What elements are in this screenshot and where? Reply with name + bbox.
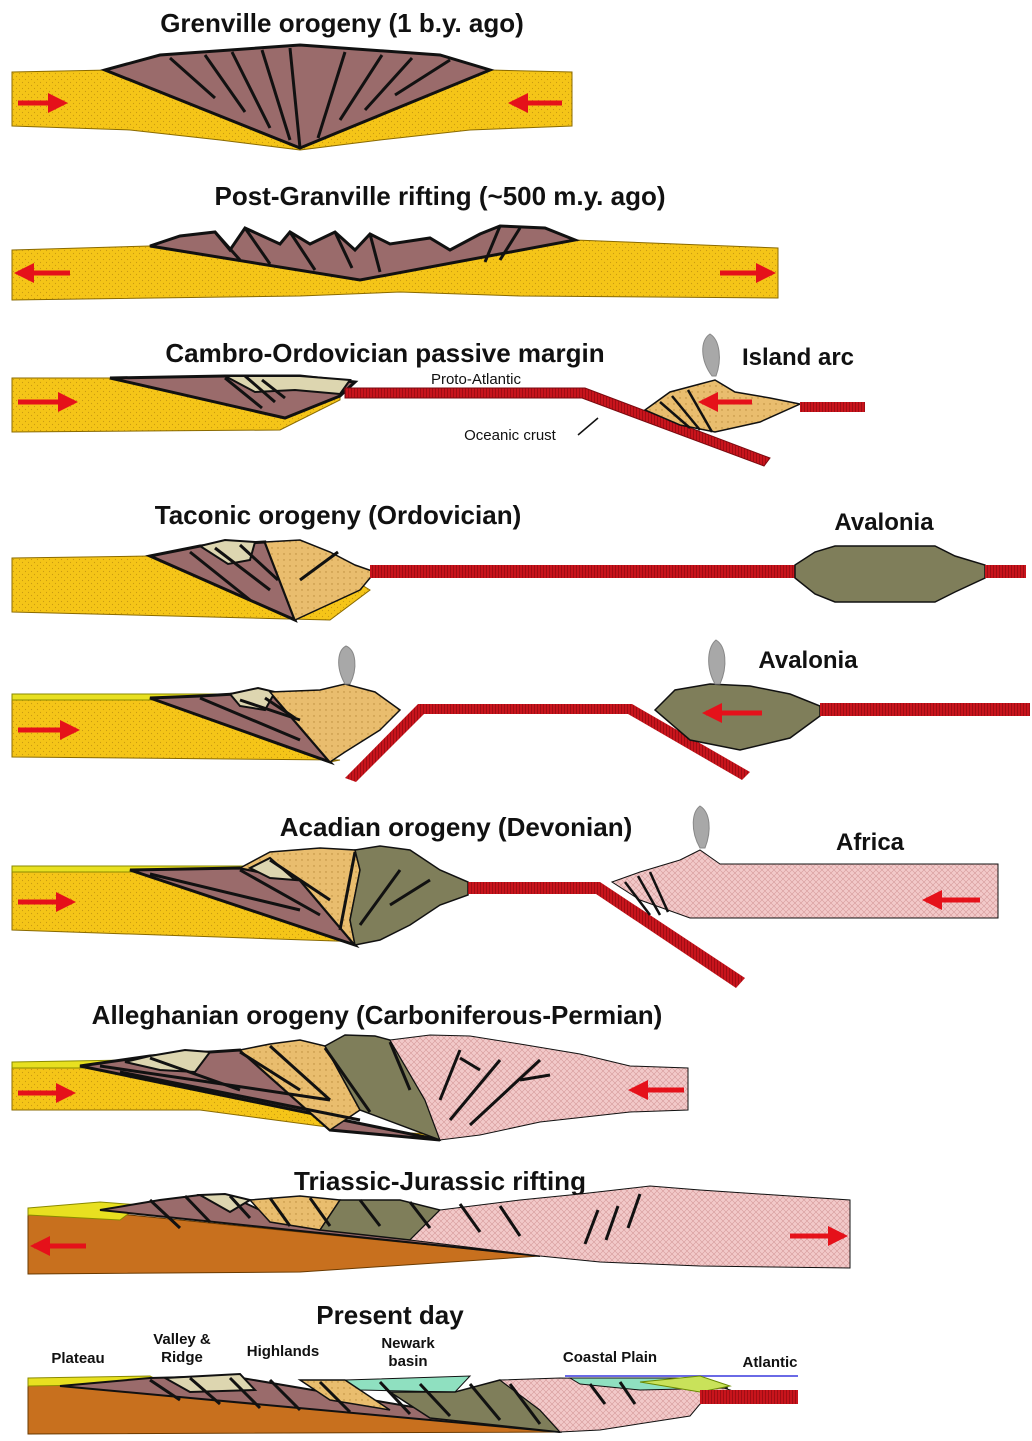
panel-title: Triassic-Jurassic rifting (294, 1166, 586, 1196)
oceanic-plate-right (985, 565, 1026, 578)
panel-title: Acadian orogeny (Devonian) (280, 812, 633, 842)
panel-present-day: Present day Plateau Valley & Ridge Highl… (28, 1300, 798, 1434)
panel-title: Cambro-Ordovician passive margin (165, 338, 604, 368)
avalonia-label: Avalonia (758, 647, 858, 674)
panel-title: Post-Granville rifting (~500 m.y. ago) (214, 181, 665, 211)
valley-ridge-label-2: Ridge (161, 1349, 203, 1366)
newark-label-1: Newark (381, 1335, 435, 1352)
oceanic-plate-right (800, 402, 865, 412)
volcano-plume (709, 640, 725, 684)
panel-title: Present day (316, 1300, 464, 1330)
oceanic-crust (700, 1390, 798, 1404)
panel-passive-margin: Cambro-Ordovician passive margin Island … (12, 334, 865, 466)
panel-title: Grenville orogeny (1 b.y. ago) (160, 8, 524, 38)
highlands-label: Highlands (247, 1343, 320, 1360)
proto-atlantic-label: Proto-Atlantic (431, 371, 522, 388)
volcano-plume (693, 806, 709, 848)
africa-plate (612, 850, 998, 918)
coastal-plain-label: Coastal Plain (563, 1349, 657, 1366)
newark-label-2: basin (388, 1353, 427, 1370)
atlantic-label: Atlantic (742, 1354, 797, 1371)
leader-line (578, 418, 598, 435)
panel-title: Taconic orogeny (Ordovician) (155, 500, 521, 530)
panel-acadian: Acadian orogeny (Devonian) Africa (12, 806, 998, 988)
panel-alleghanian: Alleghanian orogeny (Carboniferous-Permi… (12, 1000, 688, 1140)
volcano-plume (339, 646, 355, 684)
panel-title: Alleghanian orogeny (Carboniferous-Permi… (92, 1000, 663, 1030)
panel-grenville: Grenville orogeny (1 b.y. ago) (12, 8, 572, 150)
oceanic-plate-right (820, 703, 1030, 716)
avalonia-label: Avalonia (834, 509, 934, 536)
island-arc-label: Island arc (742, 344, 854, 371)
panel-taconic: Taconic orogeny (Ordovician) Avalonia (12, 500, 1026, 620)
newark-basin (345, 1376, 470, 1392)
panel-rifting: Post-Granville rifting (~500 m.y. ago) (12, 181, 778, 300)
africa-label: Africa (836, 829, 905, 856)
volcano-plume (703, 334, 720, 376)
plateau-label: Plateau (51, 1350, 104, 1367)
panel-avalonia-approach: Avalonia (12, 640, 1030, 782)
panel-triassic-rifting: Triassic-Jurassic rifting (28, 1166, 850, 1274)
avalonia-accreted (350, 846, 468, 945)
valley-ridge-label-1: Valley & (153, 1331, 211, 1348)
avalonia-block (795, 546, 985, 602)
oceanic-crust (370, 565, 795, 578)
oceanic-crust-label: Oceanic crust (464, 427, 557, 444)
